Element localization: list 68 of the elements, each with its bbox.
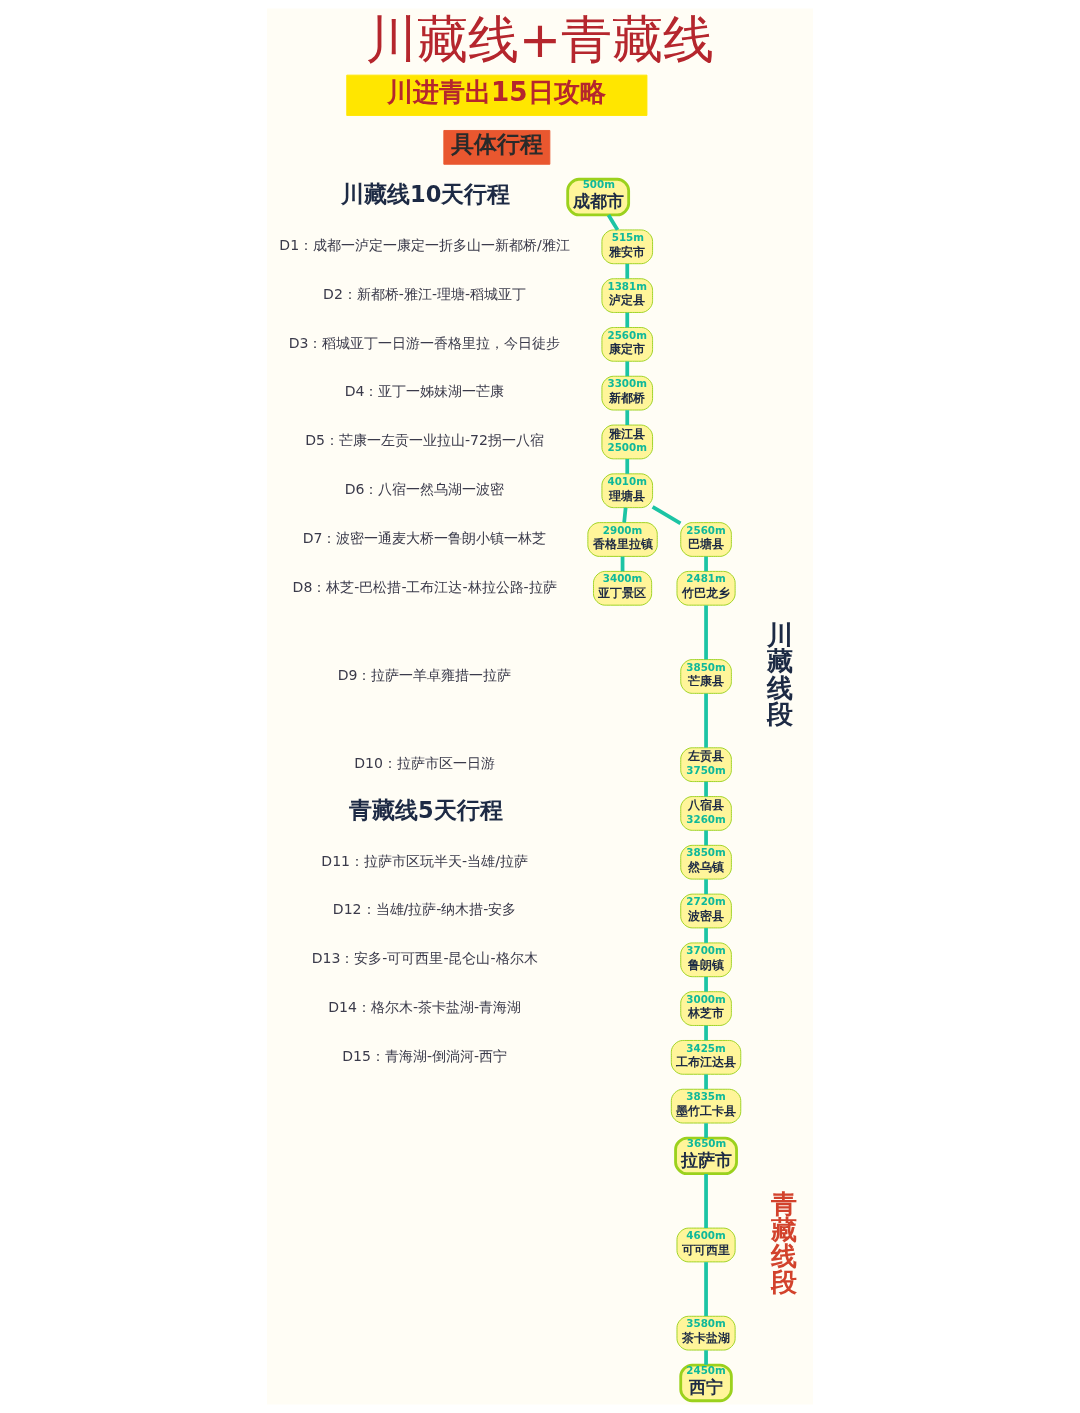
label: D1：成都一泸定一康定一折多山一新都桥/雅江: [279, 237, 570, 254]
connector: [704, 1350, 708, 1365]
label: 青藏线段: [770, 1188, 797, 1298]
connector: [704, 879, 708, 895]
connector: [625, 459, 630, 474]
node-box: 雅江县 2500m: [601, 424, 654, 460]
node-box: 4600m 可可西里: [676, 1227, 736, 1263]
node-box: 2720m 波密县: [680, 893, 732, 929]
connector: [704, 1123, 708, 1138]
label: 具体行程: [451, 131, 544, 158]
label: D14：格尔木-茶卡盐湖-青海湖: [328, 998, 522, 1015]
label: 青藏线5天行程: [349, 797, 503, 824]
node-box: 3300m 新都桥: [601, 375, 654, 411]
label: 川进青出15日攻略: [387, 76, 606, 107]
connector: [625, 410, 630, 425]
label: D10：拉萨市区一日游: [354, 754, 495, 771]
label: 川藏线10天行程: [341, 180, 511, 207]
connector: [622, 507, 628, 523]
connector: [704, 928, 708, 943]
connector: [704, 1262, 708, 1317]
node-box: 515m 雅安市: [601, 229, 654, 265]
connector: [704, 976, 708, 992]
node-box: 4010m 理塘县: [601, 473, 654, 509]
label: D4：亚丁一姊妹湖一芒康: [344, 383, 505, 400]
label: D15：青海湖-倒淌河-西宁: [342, 1047, 508, 1064]
connector: [704, 693, 708, 748]
connector: [625, 263, 630, 279]
node-box: 3835m 墨竹工卡县: [670, 1088, 742, 1124]
connector: [704, 781, 708, 797]
connector: [704, 605, 708, 660]
connector: [651, 505, 682, 525]
node-box: 3580m 茶卡盐湖: [676, 1315, 736, 1351]
node-box: 3000m 林芝市: [680, 991, 732, 1026]
node-box: 2560m 巴塘县: [680, 522, 732, 557]
label: D8：林芝-巴松措-工布江达-林拉公路-拉萨: [292, 578, 557, 595]
node-box: 3850m 然乌镇: [680, 844, 732, 880]
node-box: 3400m 亚丁景区: [593, 570, 653, 606]
label: D12：当雄/拉萨-纳木措-安多: [332, 901, 517, 918]
node-box: 八宿县 3260m: [680, 796, 732, 831]
connector: [625, 361, 630, 377]
connector: [606, 214, 620, 231]
node-box: 500m 成都市: [566, 177, 631, 217]
label: D9：拉萨一羊卓雍措一拉萨: [337, 666, 512, 683]
label: 川藏线段: [767, 620, 794, 729]
label: D7：波密一通麦大桥一鲁朗小镇一林芝: [302, 529, 547, 546]
connector: [704, 1174, 708, 1229]
connector: [704, 1074, 708, 1090]
node-box: 左贡县 3750m: [680, 747, 732, 782]
connector: [625, 312, 630, 328]
node-box: 2900m 香格里拉镇: [587, 522, 658, 557]
node-box: 2560m 康定市: [601, 327, 654, 362]
label: D2：新都桥-雅江-理塘-稻城亚丁: [323, 285, 527, 302]
label: D13：安多-可可西里-昆仑山-格尔木: [311, 950, 538, 967]
label: D3：稻城亚丁一日游一香格里拉，今日徒步: [288, 334, 561, 351]
node-box: 3425m 工布江达县: [670, 1040, 742, 1075]
label: D11：拉萨市区玩半天-当雄/拉萨: [321, 852, 528, 869]
connector: [704, 556, 708, 572]
connector: [704, 830, 708, 846]
node-box: 3700m 鲁朗镇: [680, 942, 732, 978]
node-box: 2481m 竹巴龙乡: [676, 570, 736, 606]
diagram-title: 川藏线+青藏线: [365, 9, 715, 69]
label: D5：芒康一左贡一业拉山-72拐一八宿: [305, 432, 544, 449]
label: D6：八宿一然乌湖一波密: [344, 481, 505, 498]
node-box: 3850m 芒康县: [680, 659, 732, 694]
node-box: 3650m 拉萨市: [674, 1136, 738, 1176]
node-box: 2450m 西宁: [679, 1363, 733, 1403]
node-box: 1381m 泸定县: [601, 278, 654, 313]
connector: [704, 1025, 708, 1041]
